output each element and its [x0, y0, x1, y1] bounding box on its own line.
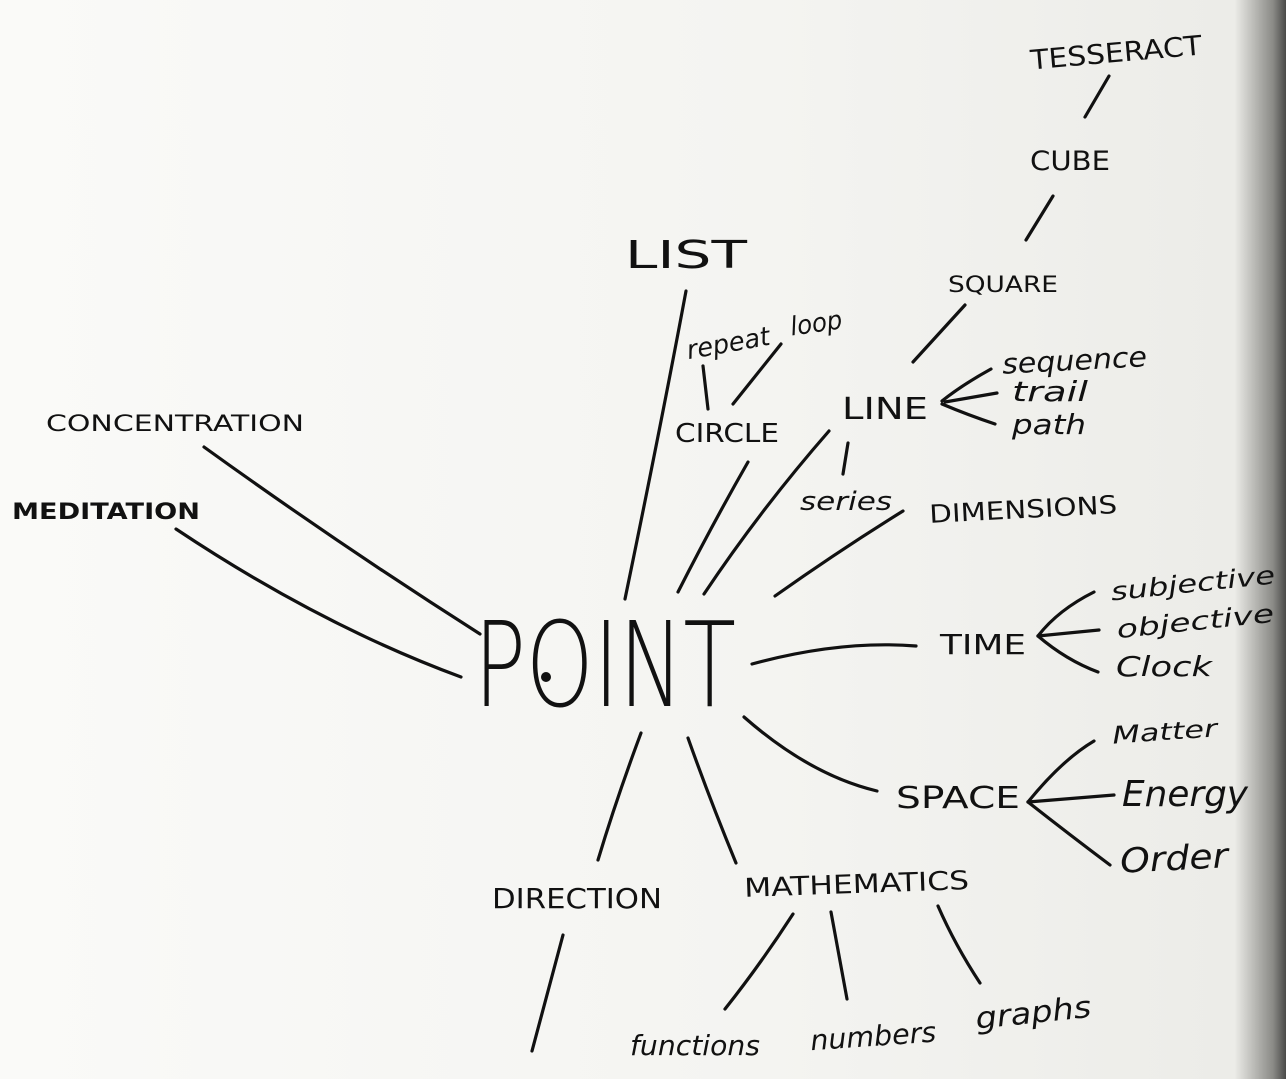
node-meditation: MEDITATION	[12, 500, 200, 525]
line-repeat-circle	[701, 364, 710, 411]
line-time-subjective	[1036, 590, 1096, 638]
line-list-point	[623, 289, 688, 601]
node-order: Order	[1119, 836, 1231, 882]
line-math-functions	[723, 912, 795, 1011]
node-series: series	[800, 487, 892, 517]
line-line-point	[702, 429, 831, 596]
line-fork-sequence	[940, 367, 993, 403]
line-line-series	[841, 441, 850, 476]
node-cube: CUBE	[1030, 146, 1110, 177]
line-loop-circle	[731, 342, 783, 406]
node-matter: Matter	[1111, 714, 1221, 749]
node-dimensions: DIMENSIONS	[929, 490, 1118, 529]
node-line: LINE	[842, 392, 928, 427]
line-math-graphs	[936, 904, 982, 985]
line-time-objective	[1036, 628, 1101, 638]
center-node: POINT	[474, 596, 736, 734]
node-objective: objective	[1115, 599, 1275, 644]
node-subjective: subjective	[1109, 560, 1276, 606]
node-space: SPACE	[896, 781, 1020, 816]
line-space-matter	[1026, 739, 1096, 804]
node-tesseract: TESSERACT	[1028, 31, 1204, 77]
center-dot	[541, 672, 551, 682]
line-cube-square	[1024, 194, 1055, 242]
line-space-point	[742, 715, 879, 793]
node-path: path	[1011, 408, 1086, 441]
line-direction-point	[596, 731, 643, 862]
node-repeat: repeat	[684, 322, 773, 366]
node-direction: DIRECTION	[492, 882, 662, 915]
node-list: LIST	[625, 233, 748, 277]
line-space-order	[1026, 800, 1112, 867]
line-fork-path	[940, 402, 997, 426]
node-time: TIME	[939, 628, 1026, 661]
line-dimensions-point	[773, 509, 905, 598]
node-clock: Clock	[1116, 650, 1214, 683]
line-square-line	[911, 303, 967, 364]
node-sequence: sequence	[1001, 340, 1148, 381]
line-fork-trail	[943, 391, 999, 404]
node-graphs: graphs	[974, 990, 1093, 1037]
line-concentration-point	[202, 445, 482, 636]
node-trail: trail	[1012, 375, 1088, 408]
node-numbers: numbers	[809, 1016, 937, 1058]
line-meditation-point	[174, 527, 463, 679]
line-time-point	[750, 643, 918, 666]
node-concentration: CONCENTRATION	[46, 412, 304, 437]
line-direction-below	[530, 933, 565, 1053]
node-circle: CIRCLE	[675, 419, 779, 449]
node-mathematics: MATHEMATICS	[744, 866, 970, 904]
node-functions: functions	[630, 1029, 760, 1062]
center-label: POINT	[474, 596, 736, 734]
line-space-energy	[1026, 793, 1116, 804]
line-time-clock	[1036, 634, 1100, 674]
line-circle-point	[676, 460, 750, 594]
node-square: SQUARE	[948, 273, 1058, 298]
connector-lines	[174, 74, 1116, 1053]
line-tesseract-cube	[1083, 74, 1111, 119]
line-math-numbers	[829, 910, 849, 1001]
node-loop: loop	[788, 306, 844, 343]
node-energy: Energy	[1122, 774, 1249, 815]
line-mathematics-point	[686, 736, 738, 865]
